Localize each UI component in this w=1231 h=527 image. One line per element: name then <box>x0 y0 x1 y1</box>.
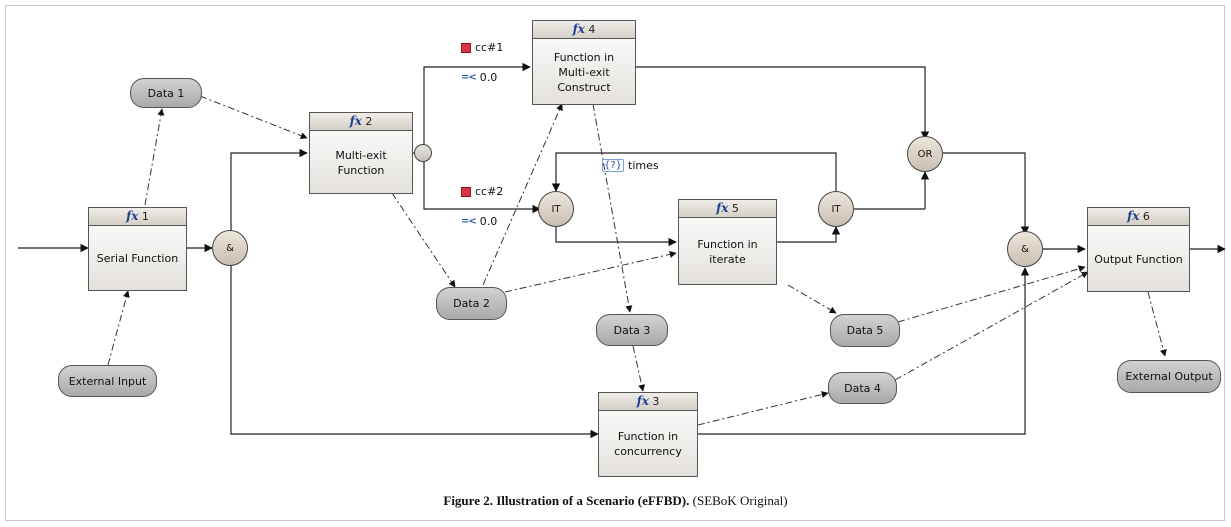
function-box-1[interactable]: fx 1 Serial Function <box>88 207 187 291</box>
data-data2-to-f4 <box>482 103 563 286</box>
data-item-1[interactable]: Data 1 <box>130 78 202 108</box>
data-data1-to-f2 <box>199 95 308 139</box>
function-number: 2 <box>365 115 373 128</box>
flow-f4-to-or <box>636 66 930 140</box>
and-node-2[interactable]: & <box>1007 231 1043 267</box>
exit-probability-1: =< 0.0 <box>461 71 498 84</box>
function-box-4[interactable]: fx 4 Function in Multi-exit Construct <box>532 20 636 105</box>
flow-iterate-loop <box>551 152 837 192</box>
data-f5-to-data5 <box>787 284 837 314</box>
branch-node[interactable] <box>414 144 432 162</box>
iteration-times-icon: {?} <box>602 159 625 172</box>
function-header: fx 1 <box>89 208 186 226</box>
function-box-3[interactable]: fx 3 Function in concurrency <box>598 392 698 477</box>
data-data5-to-f6 <box>897 265 1086 323</box>
data-data4-to-f6 <box>894 271 1089 381</box>
data-f1-to-data1 <box>144 108 165 206</box>
data-f3-to-data4 <box>697 391 829 426</box>
function-label: Output Function <box>1094 252 1183 266</box>
function-label: Serial Function <box>96 252 179 265</box>
data-extinput-to-f1 <box>107 290 130 366</box>
flow-or-to-and2 <box>943 152 1030 235</box>
function-box-5[interactable]: fx 5 Function in iterate <box>678 199 777 285</box>
function-header: fx 4 <box>533 21 635 39</box>
flow-f3-to-and2 <box>698 267 1030 435</box>
function-header: fx 3 <box>599 393 697 411</box>
function-label: Function in Multi-exit Construct <box>553 50 615 94</box>
fx-icon: fx <box>349 114 362 128</box>
data-data2-to-f5 <box>504 250 677 293</box>
function-label: Function in concurrency <box>614 430 682 458</box>
data-item-5[interactable]: Data 5 <box>830 314 900 347</box>
function-number: 1 <box>141 210 149 223</box>
function-header: fx 5 <box>679 200 776 218</box>
fx-icon: fx <box>126 209 139 223</box>
external-input[interactable]: External Input <box>58 365 157 397</box>
data-item-4[interactable]: Data 4 <box>828 372 897 404</box>
function-number: 4 <box>588 23 596 36</box>
external-output[interactable]: External Output <box>1117 360 1221 393</box>
fx-icon: fx <box>572 22 585 36</box>
caption-source: (SEBoK Original) <box>692 493 788 508</box>
fx-icon: fx <box>716 201 729 215</box>
fx-icon: fx <box>636 394 649 408</box>
flow-it1-to-f5 <box>555 227 677 247</box>
flow-and1-to-f3 <box>230 262 599 439</box>
function-label: Multi-exit Function <box>335 148 387 177</box>
iterate-node-start[interactable]: IT <box>538 191 574 227</box>
red-square-icon <box>461 186 471 197</box>
branch-probability-icon: =< <box>461 216 477 227</box>
function-number: 3 <box>652 395 660 408</box>
data-f2-to-data2 <box>391 192 456 288</box>
or-node[interactable]: OR <box>907 136 943 172</box>
exit-condition-1: cc#1 <box>461 41 503 54</box>
function-header: fx 2 <box>310 113 412 131</box>
exit-condition-2: cc#2 <box>461 185 503 198</box>
caption-title: Figure 2. Illustration of a Scenario (eF… <box>443 493 690 508</box>
fx-icon: fx <box>1127 209 1140 223</box>
flow-branch-to-f4 <box>423 62 531 145</box>
data-item-3[interactable]: Data 3 <box>596 314 668 346</box>
and-node-1[interactable]: & <box>212 230 248 266</box>
red-square-icon <box>461 42 471 53</box>
flow-branch-to-it1 <box>423 161 541 214</box>
flow-and1-to-f2 <box>230 148 308 234</box>
data-f4-to-data3 <box>592 103 633 313</box>
function-number: 6 <box>1142 210 1150 223</box>
function-header: fx 6 <box>1088 208 1189 226</box>
function-label: Function in iterate <box>697 237 758 266</box>
function-box-6[interactable]: fx 6 Output Function <box>1087 207 1190 292</box>
function-box-2[interactable]: fx 2 Multi-exit Function <box>309 112 413 194</box>
flow-f5-to-it2 <box>777 226 841 243</box>
branch-probability-icon: =< <box>461 72 477 83</box>
function-number: 5 <box>731 202 739 215</box>
data-data3-to-f3 <box>632 345 646 392</box>
data-f6-to-extoutput <box>1147 291 1167 357</box>
data-item-2[interactable]: Data 2 <box>436 287 507 320</box>
iterate-node-end[interactable]: IT <box>818 191 854 227</box>
iteration-times-label: {?} times <box>602 159 659 172</box>
exit-probability-2: =< 0.0 <box>461 215 498 228</box>
figure-caption: Figure 2. Illustration of a Scenario (eF… <box>0 493 1231 509</box>
